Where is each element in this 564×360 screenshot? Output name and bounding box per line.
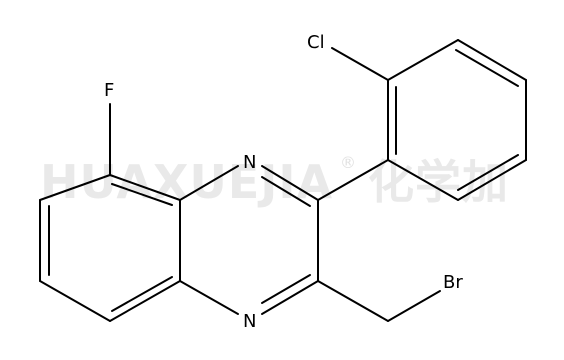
bond-n-c — [261, 165, 319, 201]
bond-c-n — [261, 280, 319, 315]
bond-double-inner — [111, 276, 173, 312]
atom-nitrogen-bottom: N — [243, 311, 256, 332]
bond — [39, 280, 111, 322]
bond-biaryl — [317, 159, 389, 201]
bond — [109, 280, 181, 322]
bond — [387, 159, 459, 201]
atom-fluorine: F — [104, 80, 114, 101]
bond-c-br — [387, 290, 441, 322]
bond — [387, 39, 459, 81]
bond-n-c — [179, 280, 239, 315]
bond — [317, 280, 389, 322]
bond-double-inner — [455, 49, 519, 87]
bond-double-inner — [261, 176, 311, 207]
bond-double-inner — [457, 154, 519, 191]
bond — [109, 174, 181, 201]
watermark-cjk: 化学加 — [368, 155, 509, 209]
bond-double-inner — [261, 274, 311, 304]
bond-c-cl — [331, 47, 389, 81]
bond-double-inner — [111, 183, 173, 206]
bond — [457, 39, 527, 81]
bond — [39, 174, 111, 201]
bond — [457, 159, 527, 201]
bond-c-n — [179, 165, 239, 201]
watermark-registered-mark: ® — [340, 153, 356, 172]
atom-chlorine: Cl — [307, 32, 325, 53]
atom-nitrogen-top: N — [243, 152, 256, 173]
atom-bromine: Br — [443, 272, 463, 293]
